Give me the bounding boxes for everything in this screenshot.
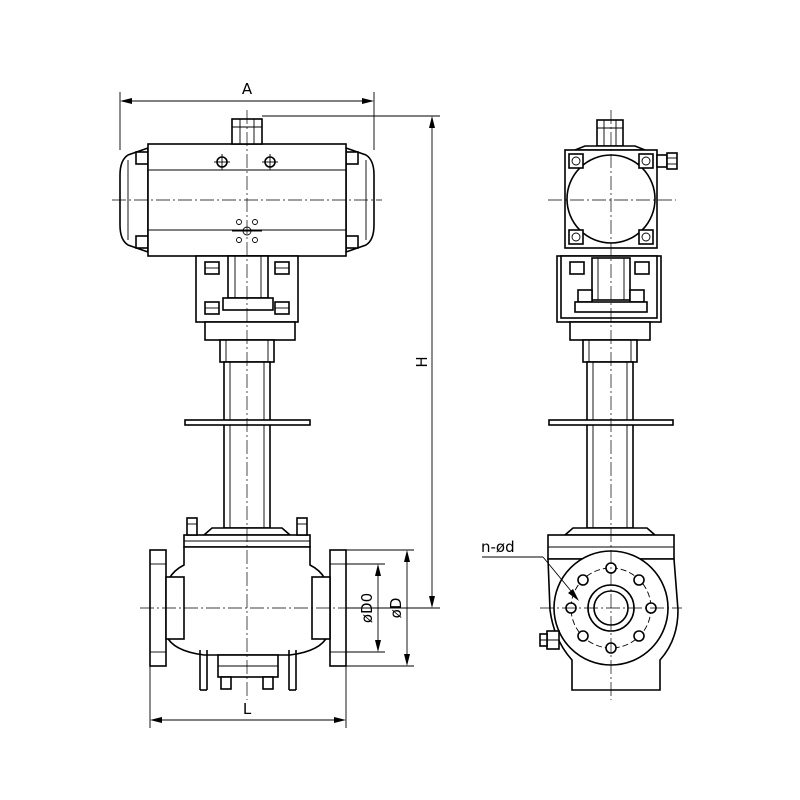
side-extension-bonnet [586,361,634,529]
air-port-holes [214,154,278,170]
dim-d-label: øD [387,598,405,619]
dim-bolt-label: n-ød [481,538,515,556]
bracket-bolts [204,261,290,315]
drip-plate [184,419,311,426]
dimensions: A H L øD0 øD n-ød [119,80,579,728]
dim-d0-label: øD0 [358,593,376,623]
front-view [112,110,382,700]
dim-bolt-leader [542,556,577,598]
side-view [539,110,682,700]
side-position-indicator [596,119,624,147]
dim-l-label: L [243,700,252,718]
air-fitting [656,154,668,168]
dim-a-label: A [242,80,253,98]
dim-h-label: H [413,356,431,367]
